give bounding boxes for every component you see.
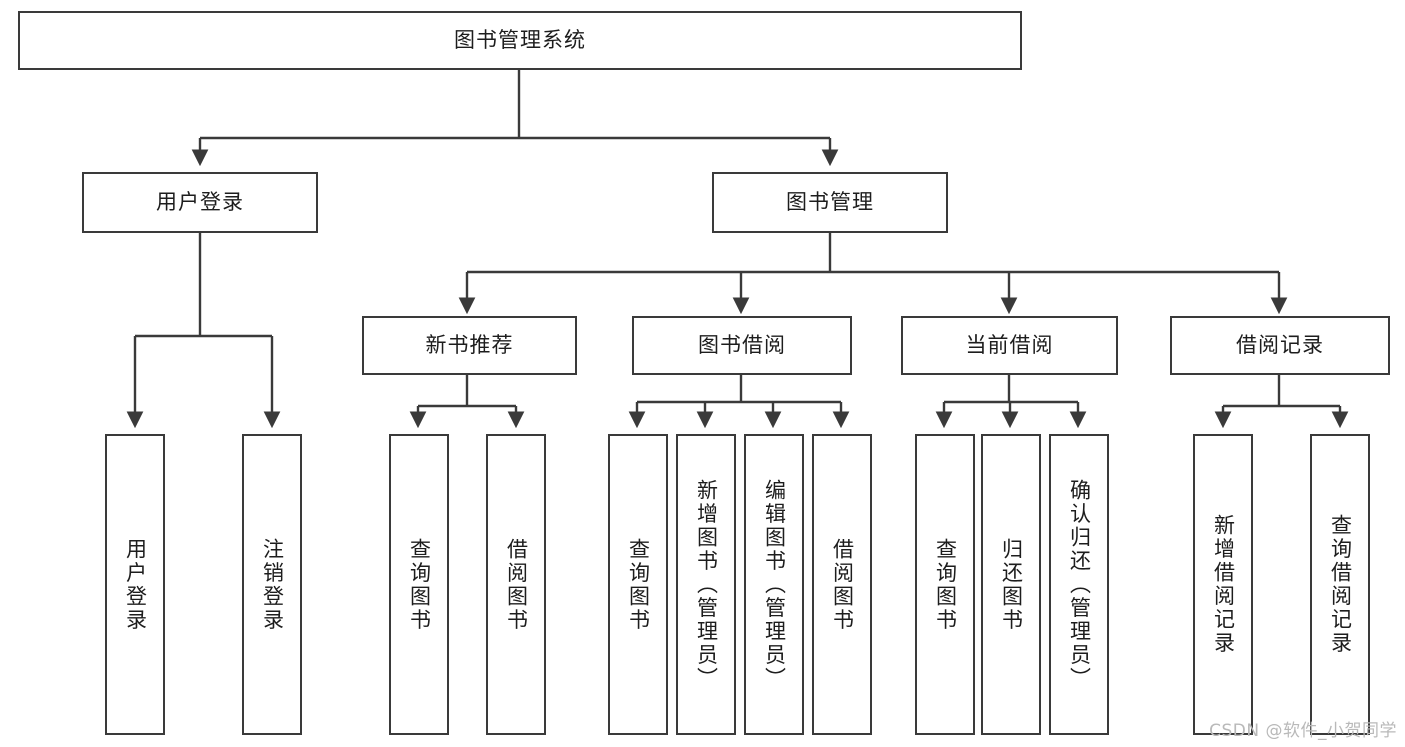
node-borrow-record[interactable]: 借阅记录 [1170,316,1390,375]
node-book-management[interactable]: 图书管理 [712,172,948,233]
node-label: 注销登录 [260,537,285,632]
node-label: 借阅图书 [830,537,855,632]
watermark: CSDN @软件_小贺同学 [1209,721,1397,741]
node-book-borrow[interactable]: 图书借阅 [632,316,852,375]
node-label: 新增图书（管理员） [694,478,719,691]
node-label: 新增借阅记录 [1211,514,1236,655]
node-label: 借阅记录 [1236,332,1324,357]
leaf-query-book-recommend[interactable]: 查询图书 [389,434,449,735]
node-label: 查询借阅记录 [1328,514,1353,655]
leaf-user-login[interactable]: 用户登录 [105,434,165,735]
node-new-book-recommend[interactable]: 新书推荐 [362,316,577,375]
leaf-add-book-admin[interactable]: 新增图书（管理员） [676,434,736,735]
leaf-return-book[interactable]: 归还图书 [981,434,1041,735]
leaf-query-book-borrow[interactable]: 查询图书 [608,434,668,735]
node-current-borrow[interactable]: 当前借阅 [901,316,1118,375]
leaf-query-borrow-record[interactable]: 查询借阅记录 [1310,434,1370,735]
node-label: 当前借阅 [965,332,1054,357]
node-user-login[interactable]: 用户登录 [82,172,318,233]
node-label: 查询图书 [407,537,432,632]
node-label: 查询图书 [626,537,651,632]
node-label: 用户登录 [123,537,148,632]
node-label: 编辑图书（管理员） [762,478,787,691]
node-label: 图书管理 [786,189,874,214]
node-label: 借阅图书 [504,537,529,632]
node-label: 图书借阅 [698,332,786,357]
leaf-add-borrow-record[interactable]: 新增借阅记录 [1193,434,1253,735]
node-label: 查询图书 [933,537,958,632]
node-label: 归还图书 [999,537,1024,632]
leaf-borrow-book[interactable]: 借阅图书 [812,434,872,735]
leaf-borrow-book-recommend[interactable]: 借阅图书 [486,434,546,735]
leaf-edit-book-admin[interactable]: 编辑图书（管理员） [744,434,804,735]
leaf-query-book-current[interactable]: 查询图书 [915,434,975,735]
leaf-logout[interactable]: 注销登录 [242,434,302,735]
leaf-confirm-return-admin[interactable]: 确认归还（管理员） [1049,434,1109,735]
node-label: 图书管理系统 [454,27,586,52]
node-label: 确认归还（管理员） [1067,478,1092,691]
node-label: 用户登录 [156,189,244,214]
node-root-system[interactable]: 图书管理系统 [18,11,1022,70]
node-label: 新书推荐 [425,332,514,357]
